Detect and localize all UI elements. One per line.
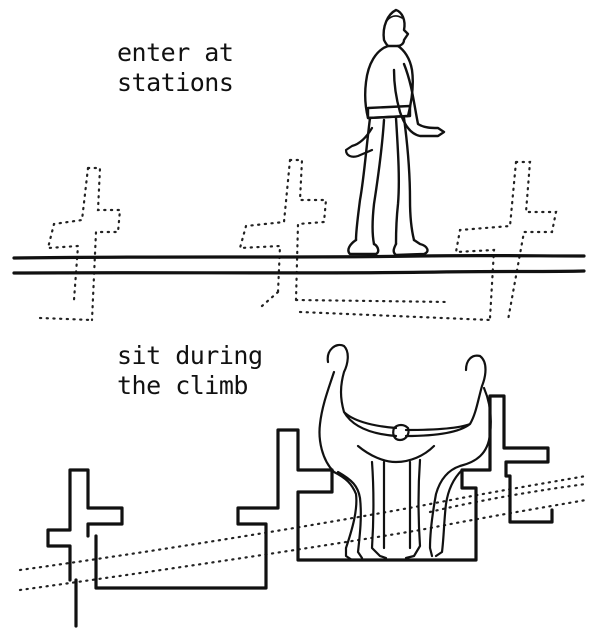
station-marker-right xyxy=(300,162,556,320)
station-markers xyxy=(40,160,556,320)
track-rails xyxy=(14,256,584,273)
bottom-panel xyxy=(20,345,586,626)
walking-figure xyxy=(346,10,444,255)
top-panel xyxy=(14,10,584,320)
seat-end-left xyxy=(48,396,552,588)
clasped-hands xyxy=(393,425,408,440)
station-marker-middle xyxy=(240,160,450,306)
top-label-line2: stations xyxy=(117,68,233,98)
station-marker-left xyxy=(40,168,120,320)
figure-arm xyxy=(394,64,444,136)
incline-line-lower xyxy=(20,500,586,590)
figure-shoes xyxy=(348,240,427,255)
bottom-label: sit during the climb xyxy=(117,341,263,401)
incline-line-extra xyxy=(430,484,586,512)
figure-belt xyxy=(368,106,410,118)
couple-legs xyxy=(358,446,434,558)
seated-couple xyxy=(320,345,491,560)
bottom-label-line1: sit during xyxy=(117,341,263,371)
bottom-label-line2: the climb xyxy=(117,371,263,401)
top-label-line1: enter at xyxy=(117,38,233,68)
rail-upper xyxy=(14,256,584,258)
top-label: enter at stations xyxy=(117,38,233,98)
stepped-seats xyxy=(48,396,552,626)
rail-lower xyxy=(14,271,584,273)
